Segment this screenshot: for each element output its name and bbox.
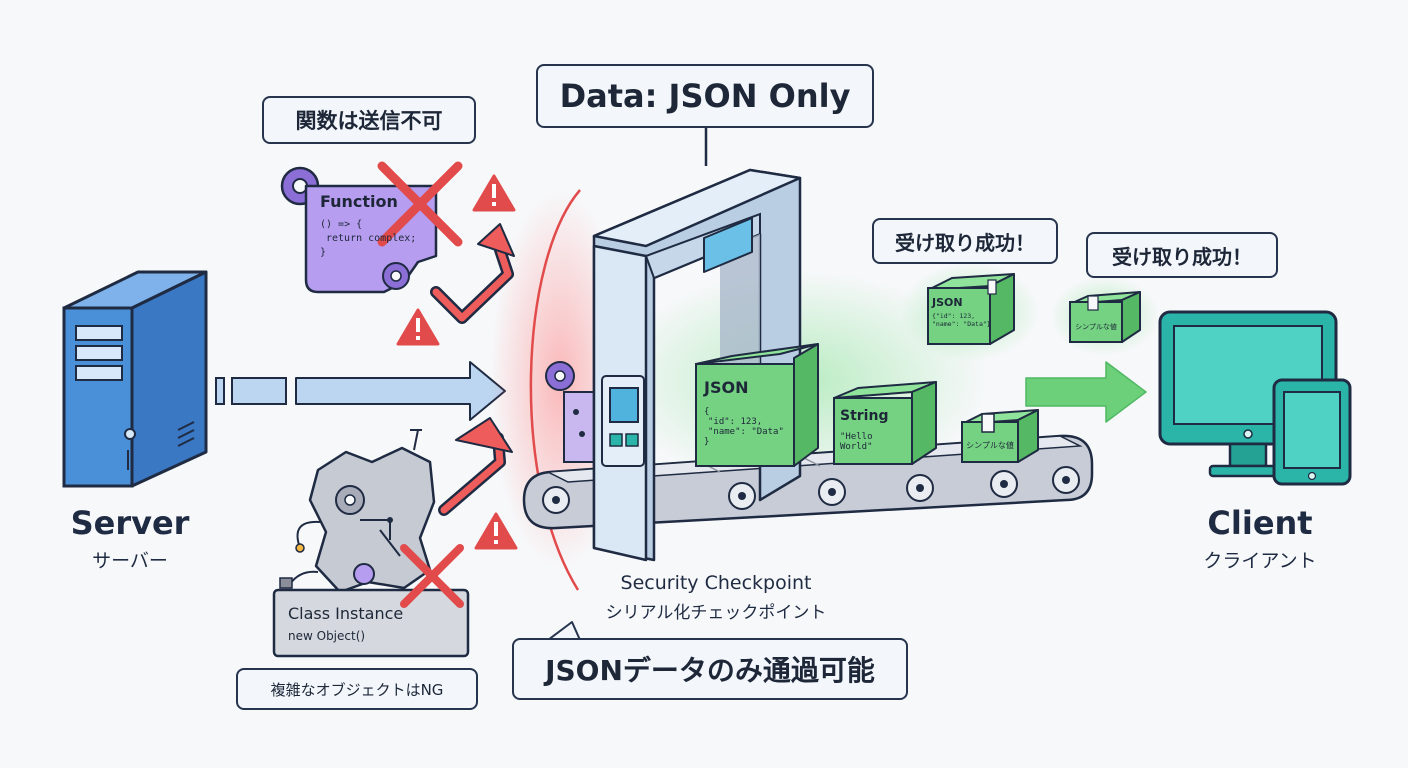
client-subtitle: クライアント bbox=[1203, 550, 1317, 572]
json-box-line: "id": 123, bbox=[708, 417, 763, 427]
class-instance-title: Class Instance bbox=[288, 604, 404, 623]
json-box-line: } bbox=[704, 437, 710, 447]
checkpoint-title: Security Checkpoint bbox=[620, 572, 812, 594]
complex-object-ng-callout: 複雑なオブジェクトはNG bbox=[236, 668, 478, 710]
function-card bbox=[280, 166, 438, 294]
received-success-callout: 受け取り成功！ bbox=[872, 218, 1058, 264]
json-box-label: JSON { "id": 123, "name": "Data" } bbox=[704, 378, 790, 447]
barrier-line bbox=[529, 189, 581, 591]
string-box-label: String "Hello World" bbox=[840, 408, 910, 452]
json-only-pass-callout: JSONデータのみ通過可能 bbox=[512, 638, 908, 700]
data-json-only-callout: Data: JSON Only bbox=[536, 64, 874, 128]
json-box-received-line: "name": "Data"} bbox=[932, 320, 991, 328]
class-instance-card bbox=[272, 429, 470, 658]
warning-icon bbox=[474, 512, 518, 550]
data-flow-arrow bbox=[215, 361, 506, 421]
reject-x-icon bbox=[400, 544, 464, 608]
function-code: Function () => { return complex; } bbox=[320, 192, 430, 258]
function-code-line: return complex; bbox=[326, 233, 417, 244]
checkpoint-subtitle: シリアル化チェックポイント bbox=[605, 603, 827, 623]
class-instance-text: Class Instance new Object() bbox=[288, 604, 403, 643]
json-box-received bbox=[927, 273, 1015, 345]
json-box-received-line: {"id": 123, bbox=[932, 312, 976, 320]
simple-value-box bbox=[961, 409, 1039, 463]
simple-value-box-received bbox=[1069, 291, 1141, 343]
client-title: Client bbox=[1207, 504, 1313, 542]
simple-value-box-received-label: シンプルな値 bbox=[1075, 323, 1117, 331]
gear-icon bbox=[545, 361, 595, 463]
json-box-received-title: JSON bbox=[932, 296, 963, 309]
received-success-callout: 受け取り成功！ bbox=[1086, 232, 1278, 278]
function-not-allowed-callout: 関数は送信不可 bbox=[262, 96, 476, 144]
function-title: Function bbox=[320, 192, 398, 211]
security-gate bbox=[592, 128, 802, 562]
client-tablet-icon bbox=[1272, 378, 1352, 486]
json-box bbox=[695, 343, 819, 467]
warning-icon bbox=[472, 174, 516, 212]
server-title: Server bbox=[70, 504, 190, 542]
function-code-line: } bbox=[320, 247, 327, 258]
bounce-back-arrow bbox=[438, 417, 513, 516]
reject-x-icon bbox=[377, 161, 463, 247]
conveyor-belt bbox=[522, 434, 1094, 530]
json-box-line: { bbox=[704, 407, 710, 417]
json-box-title: JSON bbox=[704, 378, 749, 397]
function-code-line: () => { bbox=[320, 219, 363, 230]
warning-icon bbox=[396, 308, 440, 346]
json-box-received-label: JSON {"id": 123, "name": "Data"} bbox=[932, 296, 992, 328]
server-icon bbox=[62, 270, 208, 488]
class-instance-subtitle: new Object() bbox=[288, 629, 366, 643]
string-box bbox=[833, 381, 937, 465]
bounce-back-arrow bbox=[430, 223, 515, 324]
string-box-title: String bbox=[840, 408, 889, 424]
simple-value-box-label: シンプルな値 bbox=[966, 441, 1014, 450]
json-box-line: "name": "Data" bbox=[708, 427, 784, 437]
string-box-value: "Hello World" bbox=[840, 432, 873, 452]
success-arrow bbox=[1025, 361, 1147, 423]
server-subtitle: サーバー bbox=[92, 550, 168, 572]
